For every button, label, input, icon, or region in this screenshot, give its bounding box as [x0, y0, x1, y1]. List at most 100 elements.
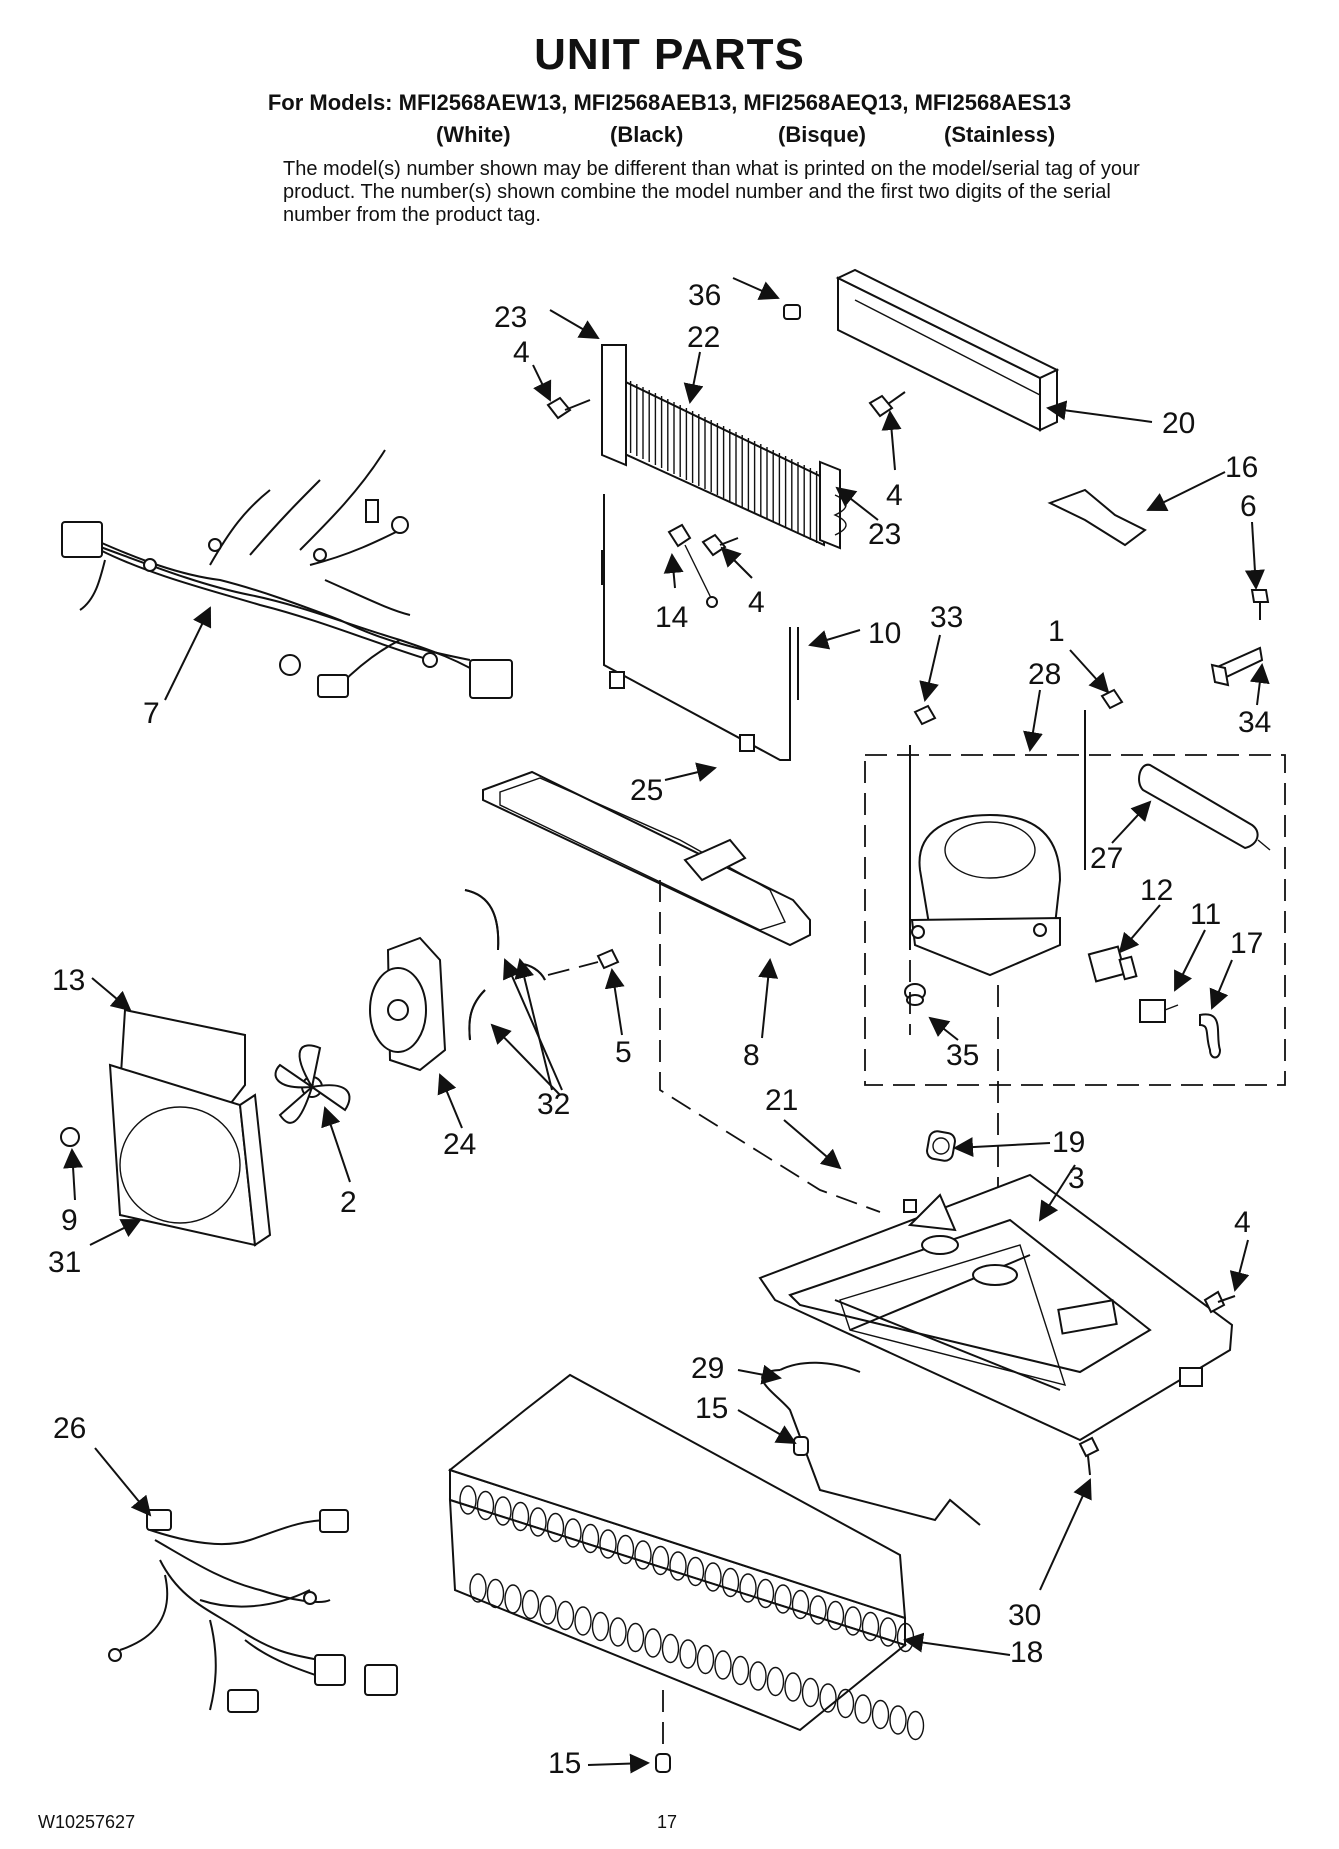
leader-arrow	[783, 1119, 842, 1170]
tubing-part	[464, 889, 546, 1041]
callout-6: 6	[1240, 490, 1257, 523]
callout-25: 25	[630, 774, 663, 807]
coil-loop	[591, 1611, 610, 1642]
callout-2: 2	[340, 1186, 357, 1219]
leader-arrow	[321, 1106, 351, 1183]
leader-arrow	[503, 958, 563, 1091]
coil-loop	[609, 1617, 627, 1647]
callout-32: 32	[537, 1088, 570, 1121]
coil-loop	[784, 1672, 802, 1702]
leader-arrow	[532, 364, 552, 402]
grommet-part	[60, 1127, 80, 1147]
evaporator-part	[601, 344, 847, 550]
coil-loop	[626, 1622, 645, 1653]
leader-arrow	[1046, 400, 1153, 423]
coil-loop	[714, 1650, 732, 1680]
leader-arrow	[953, 1137, 1051, 1158]
leader-arrow	[1244, 521, 1265, 590]
leader-arrow	[732, 277, 780, 300]
leader-arrow	[919, 634, 941, 702]
coil-loop	[511, 1501, 530, 1532]
callout-35: 35	[946, 1039, 979, 1072]
coil-loop	[661, 1633, 680, 1664]
coil-loop	[679, 1639, 697, 1669]
screw-part	[1078, 1436, 1100, 1476]
model-number-note: The model(s) number shown may be differe…	[283, 158, 1140, 226]
callout-7: 7	[143, 697, 160, 730]
coil-loop	[486, 1578, 505, 1609]
coil-loop	[889, 1705, 907, 1735]
coil-loop	[809, 1595, 827, 1625]
callout-8: 8	[743, 1039, 760, 1072]
grommet-part	[926, 1130, 956, 1162]
leader-arrow	[1146, 471, 1226, 512]
screw-part	[596, 948, 620, 970]
coil-loop	[469, 1573, 487, 1603]
leader-arrow	[63, 1148, 84, 1201]
callout-16: 16	[1225, 451, 1258, 484]
coil-loop	[546, 1512, 565, 1543]
callout-28: 28	[1028, 658, 1061, 691]
coil-loop	[529, 1507, 547, 1537]
leader-arrow	[604, 968, 625, 1036]
plug-part	[793, 1436, 809, 1456]
callout-11: 11	[1190, 898, 1221, 931]
leader-arrow	[720, 546, 753, 579]
coil-loop	[871, 1699, 890, 1730]
leader-arrow	[808, 629, 861, 650]
base-plate-part	[758, 1173, 1234, 1442]
drain-pan-part	[482, 770, 811, 947]
coil-loop	[756, 1578, 775, 1609]
coil-loop	[556, 1600, 575, 1631]
leader-arrow	[94, 1447, 152, 1517]
wire-harness-part	[108, 1509, 398, 1713]
leader-arrow	[1023, 689, 1043, 752]
coil-loop	[651, 1545, 670, 1576]
leader-arrow	[1229, 1239, 1250, 1292]
plug-part	[655, 1753, 671, 1773]
coil-loop	[669, 1551, 687, 1581]
coil-loop	[819, 1683, 837, 1713]
compressor-part	[910, 813, 1062, 977]
bracket-part	[1210, 589, 1270, 687]
coil-loop	[686, 1556, 705, 1587]
callout-34: 34	[1238, 706, 1271, 739]
callout-24: 24	[443, 1128, 476, 1161]
leader-arrow	[437, 1073, 463, 1129]
leader-arrow	[1118, 904, 1161, 954]
coil-loop	[634, 1540, 652, 1570]
coil-loop	[476, 1490, 495, 1521]
overload-part	[1139, 999, 1179, 1023]
page-title: UNIT PARTS	[534, 30, 805, 79]
coil-loop	[879, 1617, 897, 1647]
leader-arrow	[1249, 663, 1270, 706]
insulator-part	[1047, 488, 1147, 547]
screw-part	[1100, 688, 1124, 710]
callout-15b: 15	[548, 1747, 581, 1780]
models-line: For Models: MFI2568AEW13, MFI2568AEB13, …	[267, 90, 1072, 115]
coil-loop	[731, 1655, 750, 1686]
coil-loop	[599, 1529, 617, 1559]
leader-arrow	[490, 1023, 561, 1096]
fan-motor-part	[369, 936, 447, 1072]
coil-loop	[854, 1694, 872, 1724]
defrost-heater-part	[601, 494, 799, 761]
callout-4b: 4	[886, 479, 903, 512]
callout-15: 15	[695, 1392, 728, 1425]
callout-30: 30	[1008, 1599, 1041, 1632]
callout-31: 31	[48, 1246, 81, 1279]
leader-arrow	[881, 410, 902, 471]
coil-loop	[844, 1606, 862, 1636]
leader-arrow	[663, 553, 684, 589]
leader-arrow	[1174, 929, 1206, 992]
assembly-line	[659, 880, 881, 1213]
leader-arrow	[1069, 649, 1110, 694]
callout-3: 3	[1068, 1162, 1085, 1195]
callout-20: 20	[1162, 407, 1195, 440]
coil-loop	[696, 1644, 715, 1675]
callout-1: 1	[1048, 615, 1065, 648]
fan-shroud-part	[108, 1008, 272, 1247]
coil-loop	[739, 1573, 757, 1603]
callout-27: 27	[1090, 842, 1123, 875]
